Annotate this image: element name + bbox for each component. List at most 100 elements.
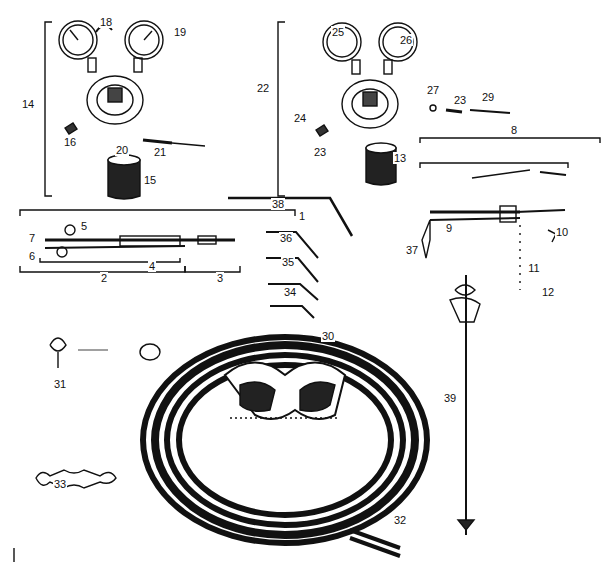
fitting bbox=[446, 110, 462, 112]
callout-number: 29 bbox=[481, 91, 495, 103]
regulator-body bbox=[87, 76, 143, 124]
torch-body bbox=[120, 236, 180, 246]
callout-number: 36 bbox=[279, 232, 293, 244]
fitting-part bbox=[65, 123, 77, 134]
guide-point bbox=[458, 520, 474, 530]
callout-number: 12 bbox=[541, 286, 555, 298]
margin-mark bbox=[13, 548, 14, 562]
gauge bbox=[125, 21, 163, 59]
goggle-lens bbox=[240, 382, 275, 411]
stem bbox=[172, 143, 205, 146]
welding-tip bbox=[268, 284, 318, 300]
callout-number: 13 bbox=[393, 152, 407, 164]
gauge bbox=[379, 23, 417, 61]
callout-number: 7 bbox=[28, 232, 36, 244]
callout-number: 38 bbox=[271, 198, 285, 210]
callout-number: 20 bbox=[115, 144, 129, 156]
parts-line bbox=[519, 225, 520, 290]
group-bracket bbox=[45, 22, 52, 196]
callout-number: 26 bbox=[399, 34, 413, 46]
fitting bbox=[143, 140, 172, 143]
torch-handle bbox=[45, 239, 235, 242]
group-bracket bbox=[420, 138, 600, 143]
gauge-stem bbox=[134, 58, 142, 72]
hose-coil bbox=[143, 337, 427, 543]
goggles bbox=[225, 363, 345, 420]
bonnet-top bbox=[366, 143, 396, 153]
valve-knob bbox=[65, 225, 75, 235]
callout-number: 1 bbox=[298, 210, 306, 222]
gauge-face bbox=[327, 27, 357, 57]
goggle-lens bbox=[300, 382, 335, 411]
regulator-nut bbox=[363, 92, 377, 106]
callout-number: 21 bbox=[153, 146, 167, 158]
lighter bbox=[50, 338, 66, 351]
gauge-needle bbox=[70, 30, 78, 40]
callout-number: 33 bbox=[53, 478, 67, 490]
callout-number: 37 bbox=[405, 244, 419, 256]
callout-number: 19 bbox=[173, 26, 187, 38]
gauge-stem bbox=[352, 60, 360, 74]
attachment-lever bbox=[516, 210, 565, 212]
callout-number: 35 bbox=[281, 256, 295, 268]
callout-number: 16 bbox=[63, 136, 77, 148]
wrench bbox=[36, 470, 116, 488]
attachment-tube bbox=[430, 211, 520, 214]
callout-number: 14 bbox=[21, 98, 35, 110]
callout-number: 9 bbox=[445, 222, 453, 234]
tip-part bbox=[540, 172, 566, 175]
welding-tip bbox=[270, 306, 314, 318]
callout-number: 34 bbox=[283, 286, 297, 298]
attachment-body bbox=[500, 206, 516, 222]
valve-knob bbox=[57, 247, 67, 257]
gauge-stem bbox=[384, 60, 392, 74]
washer bbox=[140, 344, 160, 360]
callout-number: 18 bbox=[99, 16, 113, 28]
callout-number: 10 bbox=[555, 226, 569, 238]
lighter bbox=[57, 352, 58, 368]
callout-number: 2 bbox=[100, 272, 108, 284]
group-bracket bbox=[20, 210, 295, 216]
callout-number: 25 bbox=[331, 26, 345, 38]
gauge-face bbox=[383, 27, 413, 57]
callout-number: 15 bbox=[143, 174, 157, 186]
callout-number: 8 bbox=[510, 124, 518, 136]
gauge bbox=[323, 23, 361, 61]
regulator-nut bbox=[108, 88, 122, 102]
callout-number: 4 bbox=[148, 260, 156, 272]
group-bracket bbox=[40, 258, 180, 262]
callout-number: 31 bbox=[53, 378, 67, 390]
regulator-body bbox=[352, 89, 388, 119]
guide-clamp bbox=[450, 298, 480, 322]
guide-rod bbox=[465, 275, 467, 535]
tip-part bbox=[472, 170, 530, 178]
welding-tip bbox=[228, 198, 352, 236]
callout-number: 39 bbox=[443, 392, 457, 404]
callout-number: 22 bbox=[256, 82, 270, 94]
guide-clamp bbox=[455, 285, 475, 295]
cutting-tip bbox=[422, 220, 430, 258]
gauge-face bbox=[63, 25, 93, 55]
callout-number: 30 bbox=[321, 330, 335, 342]
callout-number: 5 bbox=[80, 220, 88, 232]
bonnet-top bbox=[108, 155, 140, 165]
goggle-strap bbox=[230, 417, 340, 418]
group-bracket bbox=[278, 22, 285, 196]
flint bbox=[78, 349, 108, 350]
gauge-face bbox=[129, 25, 159, 55]
hose-end bbox=[350, 538, 400, 556]
bonnet bbox=[108, 160, 140, 199]
callout-number: 3 bbox=[216, 272, 224, 284]
regulator-body bbox=[342, 80, 398, 128]
group-bracket bbox=[420, 163, 568, 168]
regulator-body bbox=[97, 85, 133, 115]
callout-number: 24 bbox=[293, 112, 307, 124]
washer bbox=[430, 105, 436, 111]
callout-number: 6 bbox=[28, 250, 36, 262]
callout-number: 23 bbox=[453, 94, 467, 106]
stem bbox=[470, 110, 510, 113]
gauge bbox=[59, 21, 97, 59]
callout-number: 23 bbox=[313, 146, 327, 158]
